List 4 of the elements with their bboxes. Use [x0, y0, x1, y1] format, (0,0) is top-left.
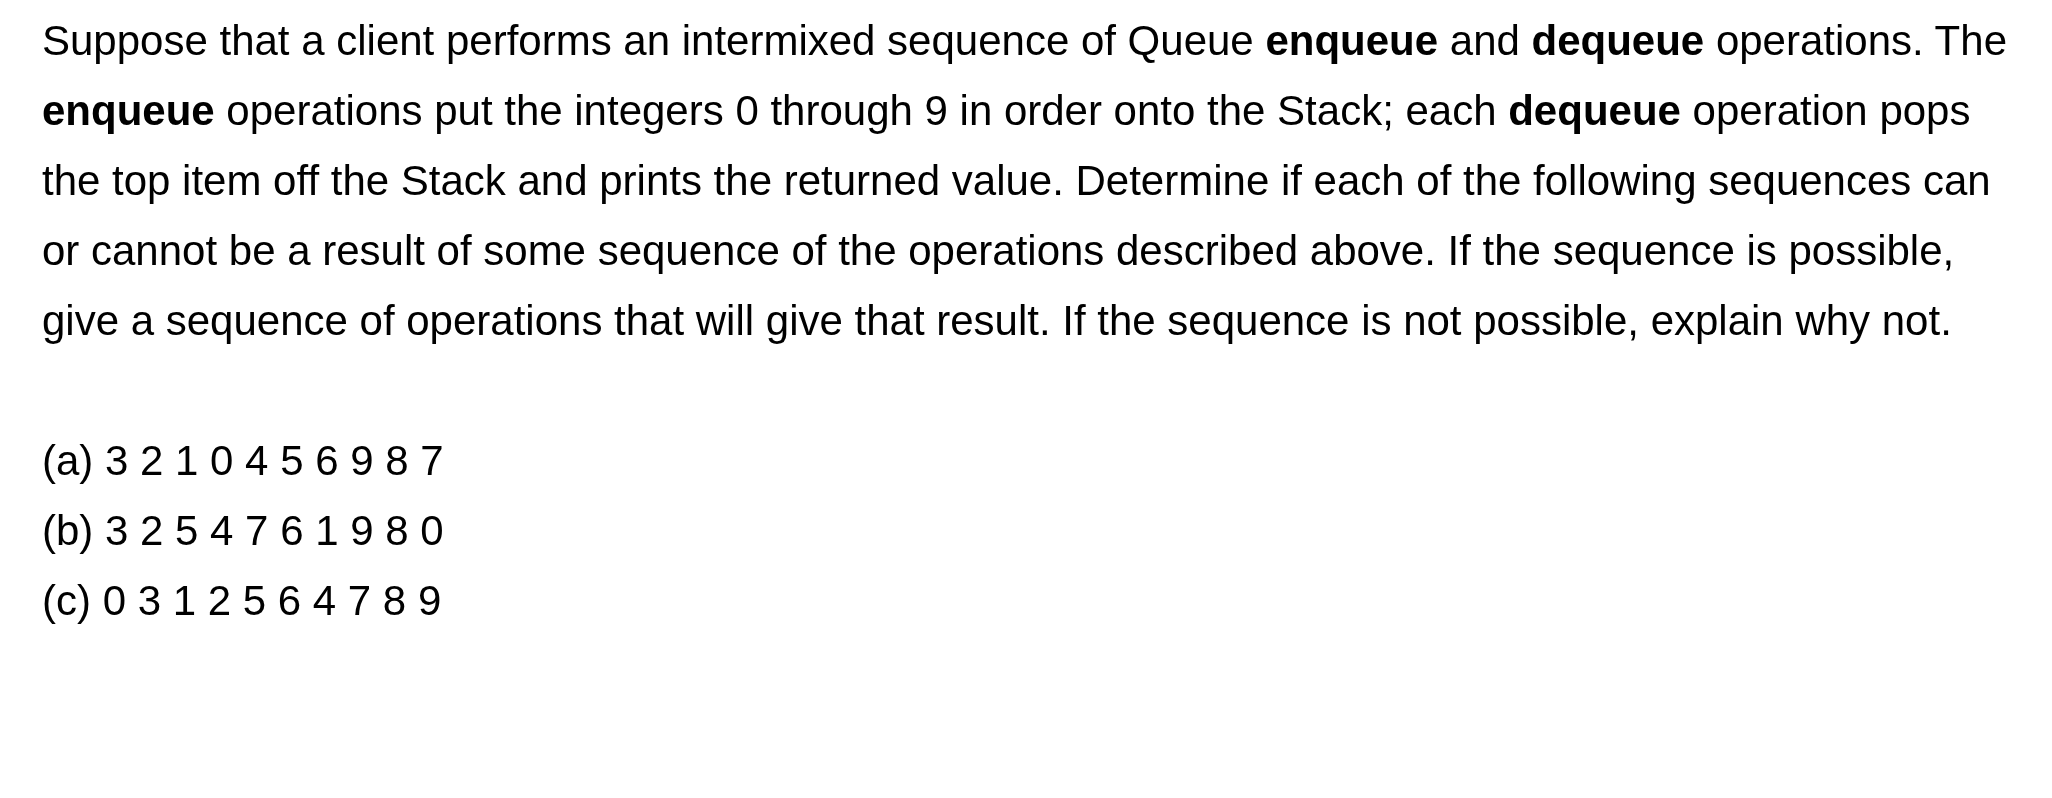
sequence-item: (b) 3 2 5 4 7 6 1 9 8 0 — [42, 506, 444, 556]
sequence-item: (a) 3 2 1 0 4 5 6 9 8 7 — [42, 436, 444, 486]
question-paragraph: Suppose that a client performs an intermixed sequence of Queue enqueue and dequeue operations. The enqueue operations put the integers 0 through 9 in order onto the Stack; each dequeue operation pops the top item off the Stack and prints the returned value. Determine if each of the following sequences can or cannot be a result of some sequence of the operations described above. If the sequence is possible, give a sequence of operations that will give that result. If the sequence is not possible, explain why not. — [42, 16, 2008, 346]
sequence-item: (c) 0 3 1 2 5 6 4 7 8 9 — [42, 576, 442, 626]
